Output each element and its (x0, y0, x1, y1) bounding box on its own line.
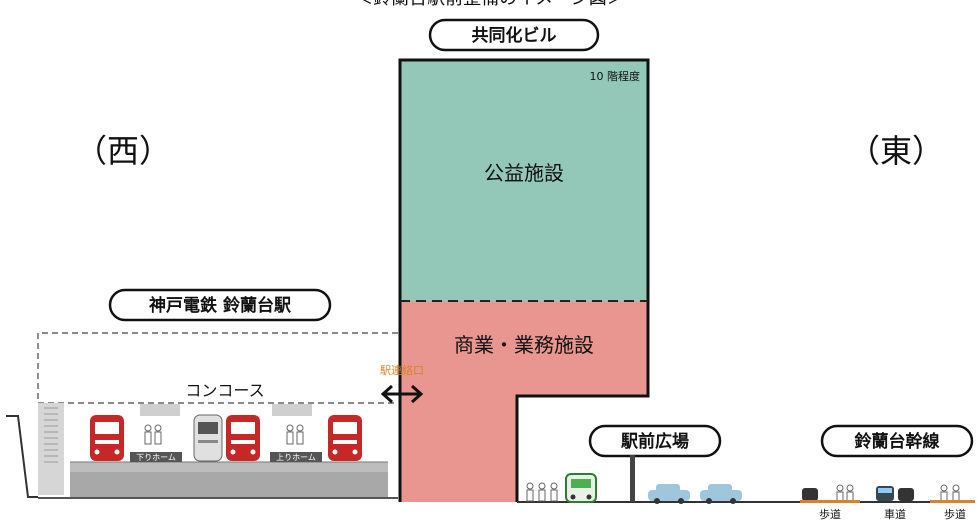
bus-icon (565, 473, 597, 503)
left-embankment (6, 415, 38, 498)
station-structure (38, 403, 398, 499)
plaza-pill: 駅前広場 (588, 424, 722, 458)
west-direction-label: （西） (75, 132, 171, 170)
sidewalk-strip-2 (930, 500, 975, 503)
roadway-label: 車道 (884, 507, 906, 521)
road-vehicles-icon (802, 486, 914, 501)
station-extension-outline (37, 332, 398, 404)
building-lower-block (400, 301, 648, 502)
taxi-icon-2 (700, 484, 742, 504)
station-connector-label: 駅連絡口 (380, 363, 424, 377)
train-right (328, 415, 362, 461)
public-facility-label: 公益施設 (484, 161, 564, 185)
platform-people-icon (144, 424, 304, 445)
east-direction-label: （東） (848, 132, 944, 170)
station-name-pill: 神戸電鉄 鈴蘭台駅 (108, 288, 332, 322)
sidewalk-strip-1 (800, 500, 860, 503)
building-outline (398, 58, 650, 502)
train-left (90, 415, 124, 461)
double-arrow-icon (380, 384, 424, 404)
trunk-road-pill: 鈴蘭台幹線 (820, 424, 974, 458)
commercial-facility-label: 商業・業務施設 (454, 333, 594, 357)
plaza-label: 駅前広場 (620, 431, 689, 452)
train-center-right (226, 415, 260, 461)
trunk-road-label: 鈴蘭台幹線 (855, 431, 940, 452)
taxi-icon-1 (648, 484, 690, 504)
floor-count-label: 10 階程度 (590, 69, 641, 83)
train-center-left (193, 414, 223, 462)
building-title-pill: 共同化ビル (428, 18, 600, 52)
up-platform-label: 上りホーム (276, 453, 316, 462)
sidewalk-label-1: 歩道 (819, 507, 841, 521)
down-platform-label: 下りホーム (136, 453, 176, 462)
station-name: 神戸電鉄 鈴蘭台駅 (149, 295, 292, 316)
building-title: 共同化ビル (472, 25, 557, 46)
building-upper-block (400, 60, 648, 301)
sidewalk-label-2: 歩道 (944, 507, 966, 521)
pole-icon (630, 455, 635, 502)
concourse-label: コンコース (185, 381, 264, 400)
pedestrians-icon (526, 482, 558, 502)
diagram-caption: ＜鈴蘭台駅前整備のイメージ図＞ (355, 0, 625, 9)
